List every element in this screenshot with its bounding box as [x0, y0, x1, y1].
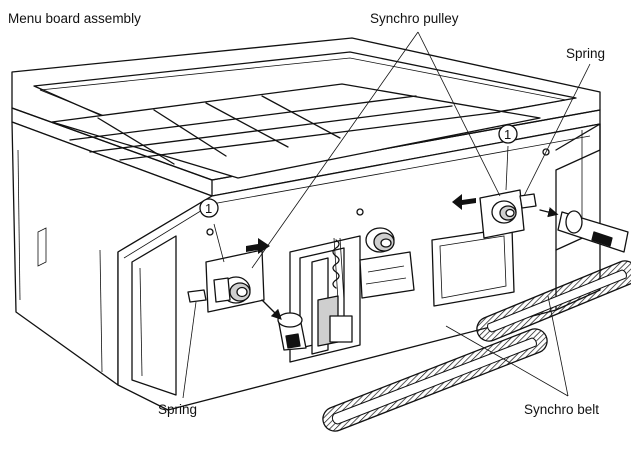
synchro-belt-left: [322, 328, 548, 432]
callout-right-number: 1: [504, 127, 511, 142]
left-pulley-mount: [187, 238, 270, 313]
callout-right: 1: [498, 124, 518, 144]
label-spring-bottom: Spring: [158, 402, 197, 417]
synchro-belt-right: [476, 260, 631, 342]
center-motor-mechanism: [289, 227, 415, 363]
callout-left: 1: [199, 198, 219, 218]
left-shaft-assembly: [261, 299, 307, 351]
label-menu-board-assembly: Menu board assembly: [8, 11, 141, 26]
callout-left-number: 1: [205, 201, 212, 216]
right-pulley-mount: [431, 189, 629, 307]
label-synchro-pulley: Synchro pulley: [370, 11, 459, 26]
leader-lines: [182, 31, 591, 399]
label-synchro-belt: Synchro belt: [524, 402, 599, 417]
label-spring-top: Spring: [566, 46, 605, 61]
